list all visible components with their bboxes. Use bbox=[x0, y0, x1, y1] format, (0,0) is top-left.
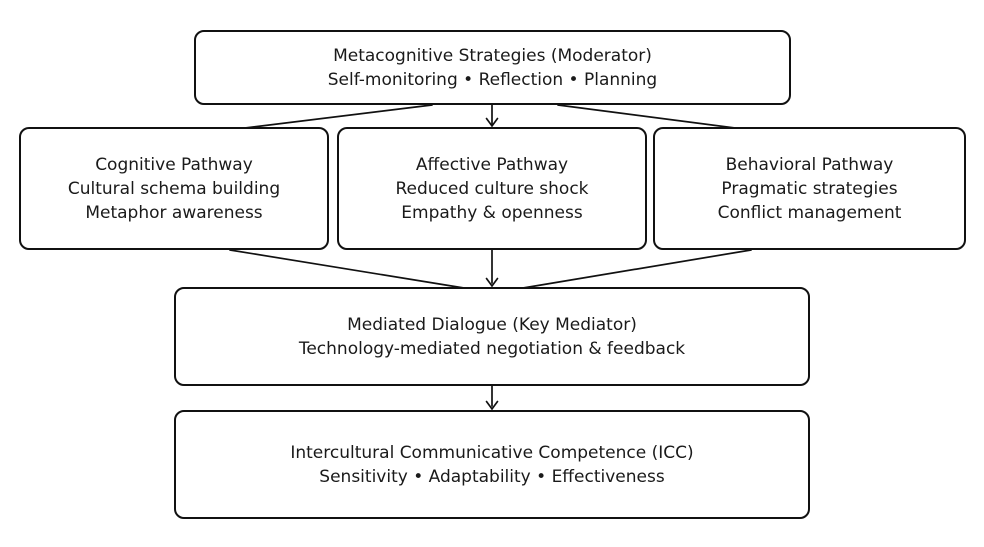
arrowhead bbox=[485, 400, 499, 411]
arrowhead bbox=[485, 277, 499, 288]
box-title-line: Mediated Dialogue (Key Mediator) bbox=[347, 314, 637, 335]
box-detail-line: Cultural schema building bbox=[67, 178, 281, 199]
connector-cognitive-to-mediated bbox=[229, 249, 465, 289]
box-detail-line: Pragmatic strategies bbox=[721, 178, 898, 199]
box-detail-line: Metaphor awareness bbox=[85, 202, 263, 223]
box-cognitive-pathway: Cognitive Pathway Cultural schema buildi… bbox=[19, 127, 329, 250]
box-detail-line: Empathy & openness bbox=[401, 202, 583, 223]
box-mediated-dialogue: Mediated Dialogue (Key Mediator) Technol… bbox=[174, 287, 810, 386]
box-title-line: Intercultural Communicative Competence (… bbox=[290, 442, 694, 463]
box-title-line: Cognitive Pathway bbox=[95, 154, 253, 175]
box-detail-line: Conflict management bbox=[717, 202, 902, 223]
box-affective-pathway: Affective Pathway Reduced culture shock … bbox=[337, 127, 647, 250]
box-metacognitive-strategies: Metacognitive Strategies (Moderator) Sel… bbox=[194, 30, 791, 105]
connector-metacognitive-to-behavioral bbox=[557, 104, 736, 129]
box-title-line: Behavioral Pathway bbox=[725, 154, 894, 175]
box-title-line: Metacognitive Strategies (Moderator) bbox=[333, 45, 652, 66]
box-detail-line: Technology-mediated negotiation & feedba… bbox=[298, 338, 686, 359]
box-intercultural-communicative-competence: Intercultural Communicative Competence (… bbox=[174, 410, 810, 519]
box-detail-line: Sensitivity • Adaptability • Effectivene… bbox=[319, 466, 665, 487]
box-title-line: Affective Pathway bbox=[415, 154, 569, 175]
box-detail-line: Self-monitoring • Reflection • Planning bbox=[327, 69, 658, 90]
box-detail-line: Reduced culture shock bbox=[395, 178, 589, 199]
arrowhead bbox=[485, 117, 499, 128]
connector-metacognitive-to-cognitive bbox=[244, 104, 433, 129]
box-behavioral-pathway: Behavioral Pathway Pragmatic strategies … bbox=[653, 127, 966, 250]
connector-behavioral-to-mediated bbox=[522, 249, 752, 289]
